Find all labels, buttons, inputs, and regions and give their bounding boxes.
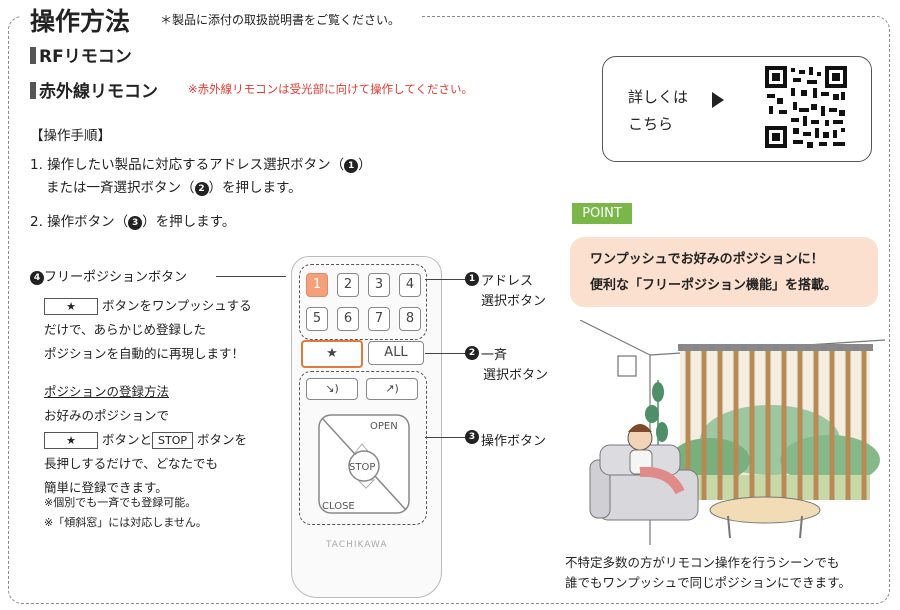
point-badge: POINT [572,203,632,224]
operation-button-group [299,371,427,525]
address-key-8[interactable]: 8 [399,307,421,331]
step2: 2. 操作ボタン（3）を押します。 [30,214,236,230]
living-room-illustration [580,320,885,545]
steps-heading: 【操作手順】 [30,128,111,144]
star-button-label-2: ★ [44,432,98,449]
tilt-left-button[interactable]: ↘) [306,378,358,400]
qr-code-icon[interactable] [763,64,849,150]
tilt-right-icon: ↗) [385,382,399,395]
notes: ※個別でも一斉でも登録可能。 ※「傾斜窓」には対応しません。 [44,496,207,529]
stop-button[interactable]: STOP [349,462,376,473]
number-1-icon: 1 [344,159,359,173]
free-position-desc: ★ ボタンをワンプッシュする だけで、あらかじめ登録した ポジションを自動的に再… [44,298,252,361]
address-key-6[interactable]: 6 [337,307,359,331]
star-button-label: ★ [44,298,98,315]
address-key-4[interactable]: 4 [399,273,421,297]
callout-3-marker: 3 [465,430,479,444]
number-3-icon: 3 [128,216,143,230]
callout-line-1 [425,279,467,280]
section-ir: 赤外線リモコン [30,77,158,102]
step1-line1: 1. 操作したい製品に対応するアドレス選択ボタン（1） [30,157,372,173]
open-button[interactable]: OPEN [370,421,398,432]
callout-1-text: アドレス選択ボタン [481,274,547,309]
close-button[interactable]: CLOSE [322,501,355,512]
callout-2-marker: 2 [465,346,479,360]
step1-line2: または一斉選択ボタン（2）を押します。 [46,180,302,196]
address-key-1[interactable]: 1 [306,273,328,297]
callout-2-text: 一斉選択ボタン [481,348,549,383]
number-4-icon: 4 [30,271,44,285]
callout-line-4 [216,276,286,277]
outer-frame [8,16,890,604]
address-key-3[interactable]: 3 [368,273,390,297]
callout-line-2 [425,353,467,354]
qr-info-box[interactable] [602,56,872,162]
free-position-star-button[interactable]: ★ [301,340,363,368]
tilt-left-icon: ↘) [325,382,339,395]
stop-button-label: STOP [152,432,193,449]
address-button-group [299,264,427,340]
qr-text: 詳しくはこちら [628,88,689,133]
callout-line-3 [425,437,467,438]
open-stop-close-pad [318,414,410,514]
tilt-right-button[interactable]: ↗) [366,378,418,400]
ir-note: ※赤外線リモコンは受光部に向けて操作してください。 [188,82,473,96]
all-select-button[interactable]: ALL [368,341,424,365]
address-key-5[interactable]: 5 [306,307,328,331]
section-rf: RFリモコン [30,42,132,67]
brand-logo: TACHIKAWA [326,540,388,550]
arrow-right-icon [712,92,724,108]
illustration-caption: 不特定多数の方がリモコン操作を行うシーンでも誰でもワンプッシュで同じポジションに… [565,555,851,590]
callout-3-text: 操作ボタン [481,434,547,449]
title-note: ＊製品に添付の取扱説明書をご覧ください。 [160,13,401,27]
callout-1-marker: 1 [465,272,479,286]
address-key-2[interactable]: 2 [337,273,359,297]
number-2-icon: 2 [194,182,209,196]
address-key-7[interactable]: 7 [368,307,390,331]
page-title: 操作方法 [30,7,131,36]
point-callout: ワンプッシュでお好みのポジションに！便利な「フリーポジション機能」を搭載。 [570,237,878,307]
